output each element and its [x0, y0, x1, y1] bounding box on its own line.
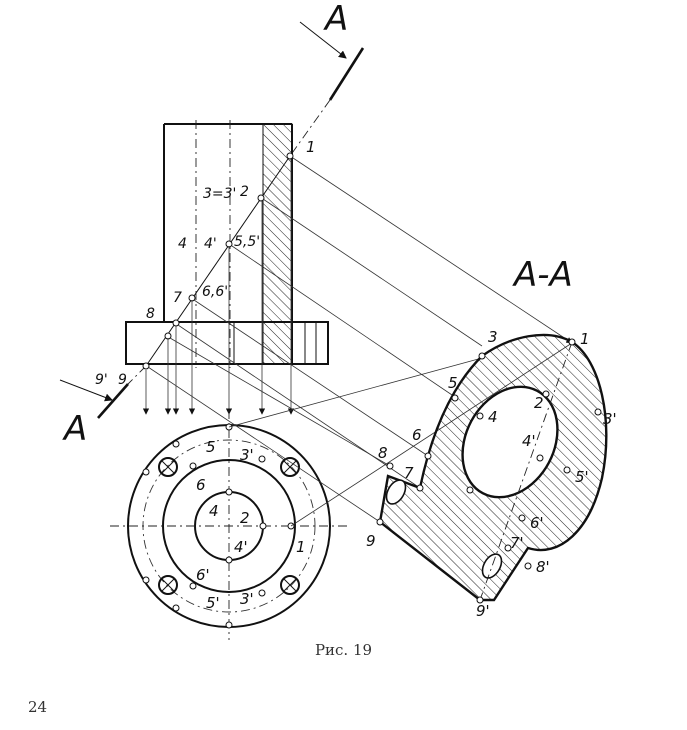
- sp-7p: 7': [510, 534, 524, 552]
- front-view: 1 2 3=3' 4 4' 5,5' 6,6' 7 8 9' 9: [95, 120, 329, 388]
- sp-8p: 8': [536, 558, 550, 576]
- sp-9p: 9': [476, 602, 490, 620]
- pt-9p: 9': [95, 372, 108, 388]
- top-view: 5 3' 6 4 2 4' 1 6' 5' 3': [110, 410, 348, 640]
- cutting-plane-bottom: A: [59, 365, 147, 449]
- pt-6: 6,6': [202, 284, 228, 300]
- tp-5: 5: [206, 438, 216, 456]
- page-number: 24: [28, 698, 48, 716]
- tp-2: 2: [240, 509, 250, 527]
- cut-label-top: A: [323, 0, 348, 39]
- cutting-plane-top: A: [289, 0, 365, 157]
- pt-3: 3=3': [203, 186, 236, 202]
- tp-6: 6: [196, 476, 206, 494]
- sp-4p: 4': [522, 432, 536, 450]
- pt-5: 5,5': [234, 234, 260, 250]
- tp-3p2: 3': [240, 590, 254, 608]
- tp-3p: 3': [240, 446, 254, 464]
- sp-7: 7: [404, 464, 414, 482]
- sp-8: 8: [378, 444, 388, 462]
- projection-rays: [147, 157, 573, 527]
- tp-4p: 4': [234, 538, 248, 556]
- pt-2: 2: [240, 184, 249, 200]
- sp-3: 3: [488, 328, 498, 346]
- figure-caption: Рис. 19: [314, 641, 373, 659]
- sp-2: 2: [534, 394, 544, 412]
- pt-1: 1: [306, 138, 316, 156]
- tp-6p: 6': [196, 566, 210, 584]
- sp-5: 5: [448, 374, 458, 392]
- section-aa: A-A 1 2 3 3' 4 4' 5 5' 6 6' 7 7' 8: [366, 255, 617, 620]
- sp-4: 4: [488, 408, 498, 426]
- pt-4p: 4': [204, 236, 217, 252]
- sp-6p: 6': [530, 514, 544, 532]
- sp-5p: 5': [575, 468, 589, 486]
- section-title: A-A: [512, 255, 573, 295]
- tp-4: 4: [209, 502, 219, 520]
- tp-5p: 5': [206, 594, 220, 612]
- sp-1: 1: [580, 330, 590, 348]
- cut-label-bottom: A: [62, 409, 87, 449]
- sp-3p: 3': [603, 410, 617, 428]
- tp-1: 1: [296, 538, 306, 556]
- pt-9: 9: [118, 372, 127, 388]
- sp-9: 9: [366, 532, 376, 550]
- pt-4: 4: [178, 236, 187, 252]
- pt-7: 7: [173, 290, 182, 306]
- pt-8: 8: [146, 306, 155, 322]
- sp-6: 6: [412, 426, 422, 444]
